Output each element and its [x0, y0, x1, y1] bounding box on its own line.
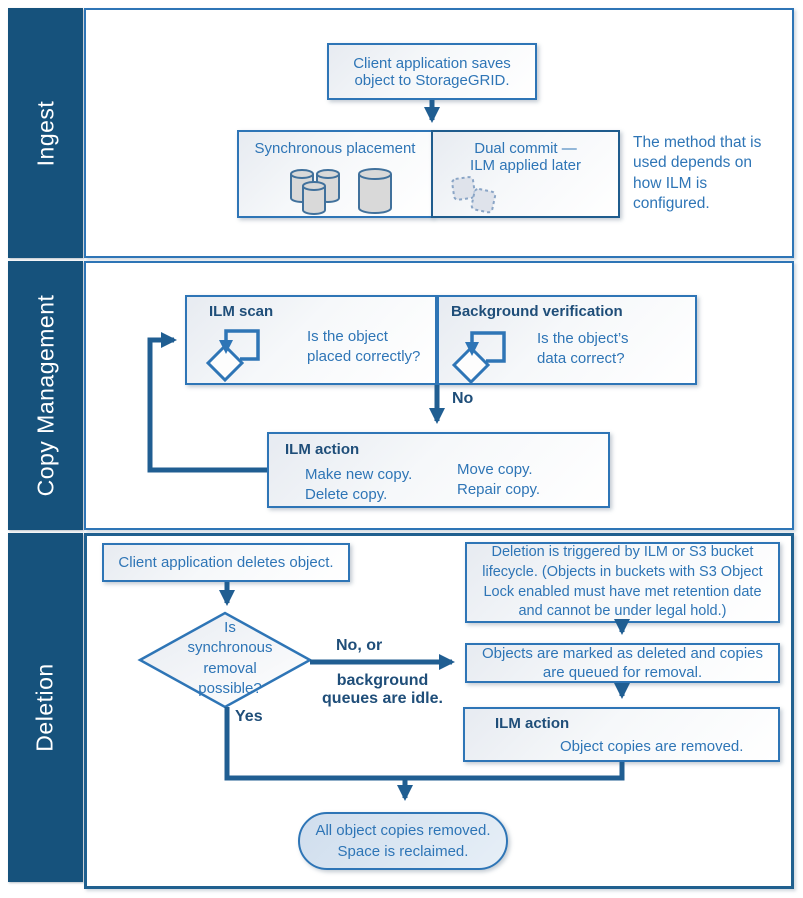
client-deletes-text: Client application deletes object. — [118, 554, 334, 571]
ilm-scan-question: Is the object placed correctly? — [307, 328, 421, 366]
marked-deleted-box: Objects are marked as deleted and copies… — [465, 643, 780, 683]
lane-band-copy-management: Copy Management — [8, 261, 83, 530]
no-or-label: No, or — [336, 637, 383, 654]
lane-label-deletion: Deletion — [32, 663, 59, 752]
ingest-method-note: The method that is used depends on how I… — [633, 134, 762, 213]
loop-verify-icon — [451, 331, 506, 385]
ilm-scan-title: ILM scan — [209, 303, 274, 320]
marked-deleted-text: Objects are marked as deleted and copies… — [482, 644, 763, 682]
background-verification-question: Is the object’s data correct? — [537, 330, 629, 368]
yes-label: Yes — [235, 708, 263, 725]
result-stadium: All object copies removed. Space is recl… — [298, 812, 508, 870]
ilm-action-box: ILM action Make new copy. Delete copy. M… — [267, 432, 610, 508]
lane-label-ingest: Ingest — [32, 100, 58, 166]
ilm-action-deletion-box: ILM action Object copies are removed. — [463, 707, 780, 762]
synchronous-placement-box: Synchronous placement — [237, 130, 433, 218]
client-saves-text: Client application saves object to Stora… — [353, 54, 511, 89]
no-sublabel: background queues are idle. — [322, 672, 443, 707]
client-deletes-box: Client application deletes object. — [102, 543, 350, 582]
no-label-copy: No — [452, 390, 474, 407]
deletion-trigger-box: Deletion is triggered by ILM or S3 bucke… — [465, 542, 780, 623]
result-text: All object copies removed. Space is recl… — [315, 822, 491, 860]
loop-scan-icon — [205, 329, 260, 383]
decision-question: Is synchronous removal possible? — [187, 619, 273, 697]
ilm-action-deletion-title: ILM action — [495, 715, 570, 732]
ilm-scan-box: ILM scan Is the object placed correctly? — [185, 295, 437, 385]
lane-band-deletion: Deletion — [8, 533, 83, 882]
background-verification-title: Background verification — [451, 303, 623, 320]
dual-commit-box: Dual commit — ILM applied later — [431, 130, 620, 218]
ilm-action-title: ILM action — [285, 441, 360, 458]
background-verification-box: Background verification Is the object’s … — [437, 295, 697, 385]
pending-objects-icon — [451, 176, 497, 214]
dual-commit-label: Dual commit — ILM applied later — [470, 140, 581, 174]
ilm-action-col2: Move copy. Repair copy. — [457, 461, 541, 499]
ilm-action-col1: Make new copy. Delete copy. — [305, 466, 413, 504]
ilm-action-deletion-text: Object copies are removed. — [560, 738, 744, 755]
synchronous-placement-label: Synchronous placement — [254, 140, 416, 157]
storage-cylinders-icon — [290, 168, 392, 215]
lane-band-ingest: Ingest — [8, 8, 83, 258]
deletion-trigger-text: Deletion is triggered by ILM or S3 bucke… — [482, 544, 763, 620]
client-saves-box: Client application saves object to Stora… — [327, 43, 537, 100]
lane-label-copy-management: Copy Management — [32, 294, 58, 497]
